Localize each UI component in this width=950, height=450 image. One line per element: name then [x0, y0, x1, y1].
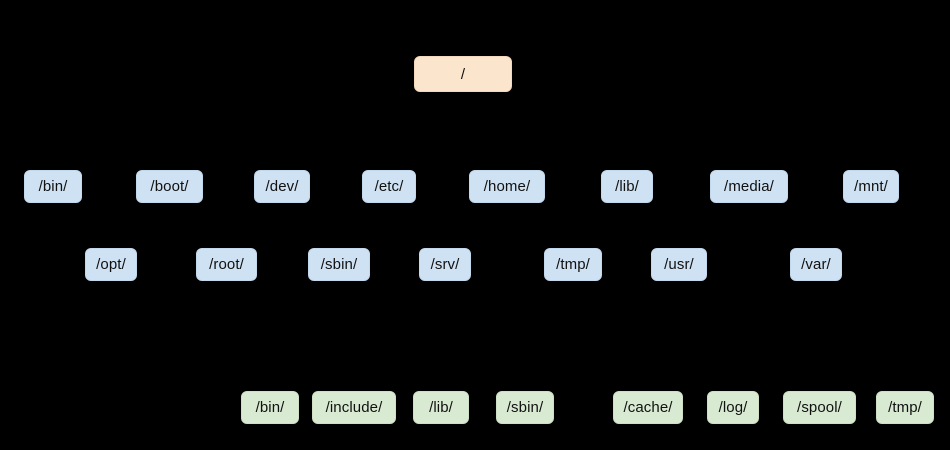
- node-label: /bin/: [255, 399, 285, 416]
- diagram-node-mnt[interactable]: /mnt/: [843, 170, 899, 203]
- node-label: /home/: [483, 178, 531, 195]
- node-label: /root/: [209, 256, 244, 273]
- diagram-node-usr-lib[interactable]: /lib/: [413, 391, 469, 424]
- node-label: /include/: [325, 399, 383, 416]
- diagram-node-usr[interactable]: /usr/: [651, 248, 707, 281]
- node-label: /bin/: [38, 178, 68, 195]
- diagram-node-var-log[interactable]: /log/: [707, 391, 759, 424]
- diagram-node-etc[interactable]: /etc/: [362, 170, 416, 203]
- node-label: /tmp/: [556, 256, 590, 273]
- node-label: /usr/: [664, 256, 694, 273]
- diagram-node-var[interactable]: /var/: [790, 248, 842, 281]
- diagram-node-usr-bin[interactable]: /bin/: [241, 391, 299, 424]
- diagram-node-media[interactable]: /media/: [710, 170, 788, 203]
- diagram-node-root[interactable]: /: [414, 56, 512, 92]
- diagram-node-var-spool[interactable]: /spool/: [783, 391, 856, 424]
- diagram-node-var-cache[interactable]: /cache/: [613, 391, 683, 424]
- diagram-node-boot[interactable]: /boot/: [136, 170, 203, 203]
- node-label: /dev/: [265, 178, 299, 195]
- node-label: /var/: [801, 256, 831, 273]
- diagram-node-dev[interactable]: /dev/: [254, 170, 310, 203]
- node-label: /cache/: [623, 399, 673, 416]
- diagram-node-var-tmp[interactable]: /tmp/: [876, 391, 934, 424]
- node-label: /spool/: [797, 399, 842, 416]
- diagram-node-bin[interactable]: /bin/: [24, 170, 82, 203]
- node-label: /opt/: [96, 256, 126, 273]
- diagram-node-sbin[interactable]: /sbin/: [308, 248, 370, 281]
- diagram-node-lib[interactable]: /lib/: [601, 170, 653, 203]
- diagram-node-opt[interactable]: /opt/: [85, 248, 137, 281]
- node-label: /sbin/: [506, 399, 544, 416]
- node-label: /lib/: [615, 178, 639, 195]
- diagram-node-tmp[interactable]: /tmp/: [544, 248, 602, 281]
- node-label: /mnt/: [854, 178, 888, 195]
- node-label: /log/: [718, 399, 748, 416]
- node-label: /media/: [724, 178, 774, 195]
- diagram-node-home[interactable]: /home/: [469, 170, 545, 203]
- diagram-node-srv[interactable]: /srv/: [419, 248, 471, 281]
- node-label: /tmp/: [888, 399, 922, 416]
- node-label: /boot/: [150, 178, 189, 195]
- node-label: /srv/: [430, 256, 460, 273]
- node-label: /etc/: [374, 178, 404, 195]
- diagram-node-rootdir[interactable]: /root/: [196, 248, 257, 281]
- node-label: /sbin/: [320, 256, 358, 273]
- node-label: /: [460, 65, 466, 83]
- diagram-node-usr-sbin[interactable]: /sbin/: [496, 391, 554, 424]
- node-label: /lib/: [429, 399, 453, 416]
- diagram-node-usr-include[interactable]: /include/: [312, 391, 396, 424]
